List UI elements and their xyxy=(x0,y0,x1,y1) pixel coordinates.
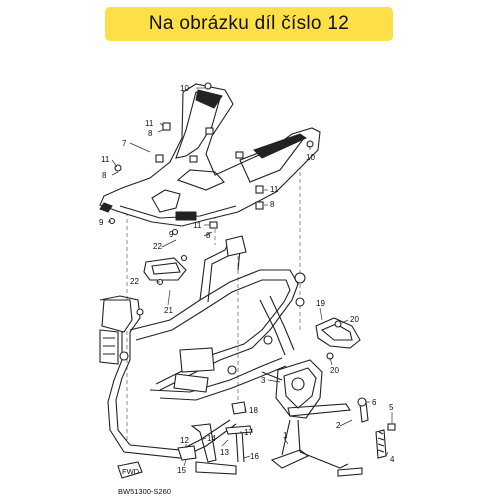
callout-22: 22 xyxy=(130,277,139,286)
callout-10: 10 xyxy=(306,153,315,162)
callout-8: 8 xyxy=(102,171,107,180)
callout-20: 20 xyxy=(350,315,359,324)
callout-11: 11 xyxy=(193,221,202,230)
callout-9: 9 xyxy=(169,230,174,239)
callout-6: 6 xyxy=(372,398,377,407)
callout-8: 8 xyxy=(206,231,211,240)
part-number-banner: Na obrázku díl číslo 12 xyxy=(105,7,393,41)
stand-assembly xyxy=(177,359,396,477)
diagram-code: BW51300-S260 xyxy=(118,487,171,496)
callout-11: 11 xyxy=(270,185,279,194)
callout-4: 4 xyxy=(390,455,395,464)
callout-2: 2 xyxy=(336,421,341,430)
leader-lines xyxy=(107,87,393,467)
callout-14: 14 xyxy=(207,434,216,443)
callout-5: 5 xyxy=(389,403,394,412)
callout-18: 18 xyxy=(249,406,258,415)
callout-labels: 10 11 8 7 11 8 9 10 11 8 11 8 9 22 22 21… xyxy=(99,84,395,475)
bracket-part-21 xyxy=(143,254,188,306)
callout-1: 1 xyxy=(283,431,288,440)
fwd-label: FWD xyxy=(122,467,140,476)
callout-8: 8 xyxy=(148,129,153,138)
callout-15: 15 xyxy=(177,466,186,475)
callout-11: 11 xyxy=(101,155,110,164)
callout-9: 9 xyxy=(99,218,104,227)
callout-21: 21 xyxy=(164,306,173,315)
callout-20: 20 xyxy=(330,366,339,375)
callout-8: 8 xyxy=(270,200,275,209)
callout-19: 19 xyxy=(316,299,325,308)
callout-12: 12 xyxy=(180,436,189,445)
footboard-panel xyxy=(99,83,321,227)
callout-11: 11 xyxy=(145,119,154,128)
callout-16: 16 xyxy=(250,452,259,461)
forward-direction-indicator: FWD xyxy=(117,461,143,479)
footrest-part-19 xyxy=(315,317,361,360)
panel-fasteners xyxy=(108,82,314,236)
callout-17: 17 xyxy=(244,428,253,437)
callout-7: 7 xyxy=(122,139,127,148)
banner-text: Na obrázku díl číslo 12 xyxy=(148,13,350,34)
callout-10: 10 xyxy=(180,84,189,93)
callout-22: 22 xyxy=(153,242,162,251)
callout-13: 13 xyxy=(220,448,229,457)
callout-3: 3 xyxy=(261,376,266,385)
